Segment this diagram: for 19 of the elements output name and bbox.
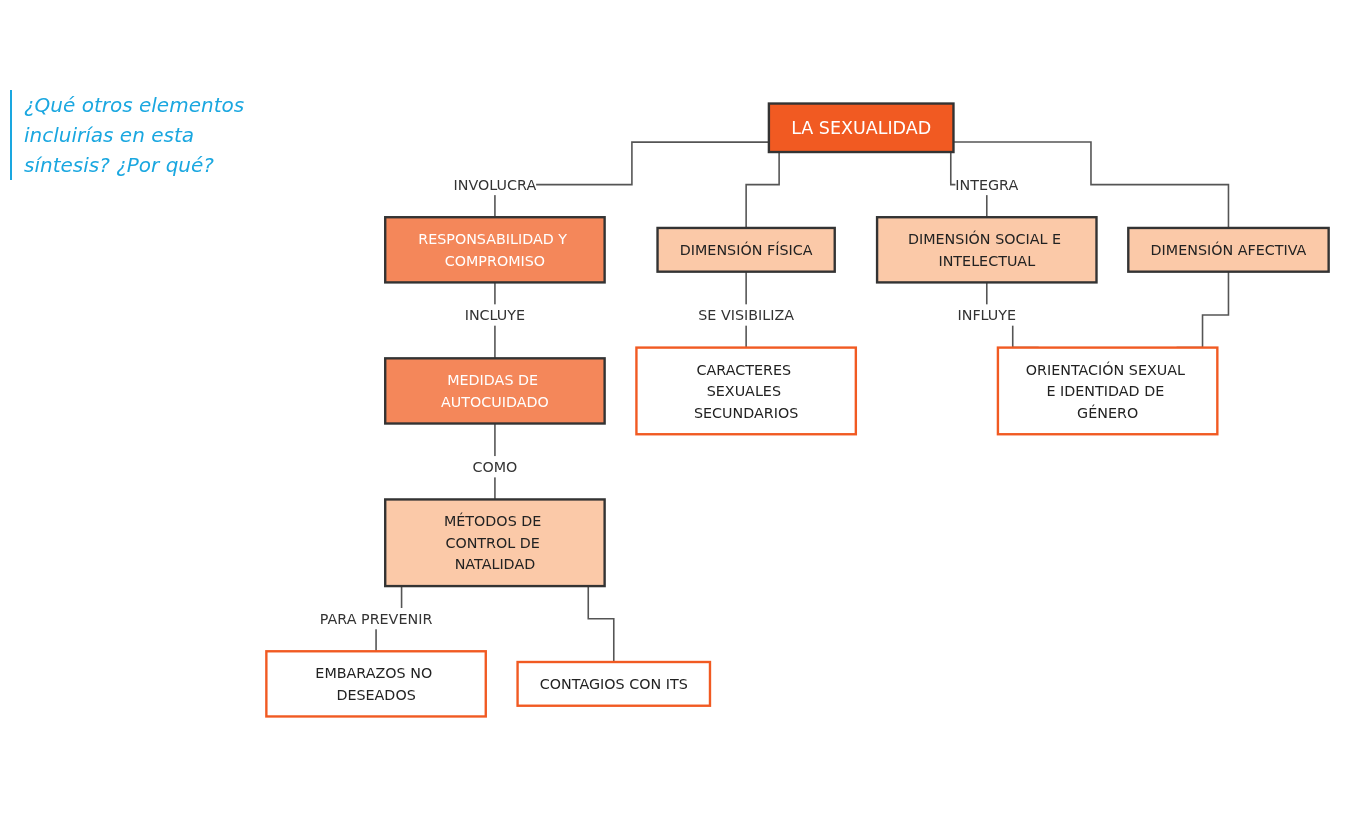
node-box: LA SEXUALIDAD bbox=[767, 102, 955, 154]
node-box: DIMENSIÓN AFECTIVA bbox=[1127, 226, 1330, 273]
node-box: CARACTERES SEXUALES SECUNDARIOS bbox=[635, 346, 858, 436]
node-box: DIMENSIÓN FÍSICA bbox=[656, 226, 836, 273]
edge-label: PARA PREVENIR bbox=[319, 610, 433, 628]
node-box: RESPONSABILIDAD Y COMPROMISO bbox=[384, 216, 606, 284]
edge-label: INVOLUCRA bbox=[453, 176, 537, 193]
node-box: DIMENSIÓN SOCIAL E INTELECTUAL bbox=[875, 216, 1098, 284]
node-box: CONTAGIOS CON ITS bbox=[516, 660, 712, 707]
edge-label: INCLUYE bbox=[464, 306, 526, 324]
edge-label: COMO bbox=[472, 458, 518, 476]
note-text: ¿Qué otros elementos incluirías en esta síntesis? ¿Por qué? bbox=[10, 90, 260, 180]
edge-label: INTEGRA bbox=[955, 176, 1019, 193]
edge-label: INFLUYE bbox=[957, 306, 1017, 324]
node-box: EMBARAZOS NO DESEADOS bbox=[265, 650, 487, 718]
node-box: MEDIDAS DE AUTOCUIDADO bbox=[384, 357, 606, 425]
edge-label: SE VISIBILIZA bbox=[698, 306, 795, 324]
node-box: ORIENTACIÓN SEXUAL E IDENTIDAD DE GÉNERO bbox=[996, 346, 1219, 436]
node-box: MÉTODOS DE CONTROL DE NATALIDAD bbox=[384, 498, 606, 588]
